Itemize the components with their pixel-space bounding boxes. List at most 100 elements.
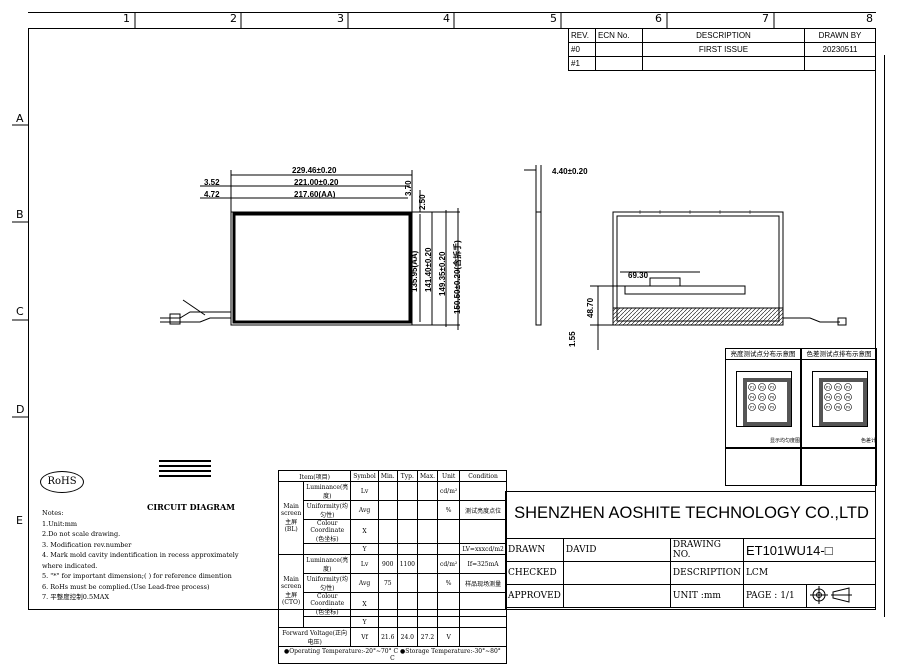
spec-cto-row-1-cond: 样品现场测量 xyxy=(459,573,507,593)
checked-label: CHECKED xyxy=(505,561,564,585)
color-point-p9: P9 xyxy=(846,406,850,410)
note-6: 6. RoHs must be complied.(Use Lead-free … xyxy=(42,582,210,591)
spec-header-symbol: Symbol xyxy=(350,470,379,482)
spec-forward-typ: 24.0 xyxy=(396,627,418,647)
spec-header-typ: Typ. xyxy=(396,470,418,482)
column-7: 7 xyxy=(762,12,769,25)
approved-label: APPROVED xyxy=(505,584,564,608)
fpc-offset-dim: 69.30 xyxy=(628,271,649,280)
spec-cto-row-3-symbol: Y xyxy=(350,616,379,628)
note-1: 1.Unit:mm xyxy=(42,519,78,528)
spec-bl-row-0-unit: cd/m² xyxy=(436,481,461,501)
overall-width-dim: 229.46±0.20 xyxy=(292,166,337,175)
column-1: 1 xyxy=(123,12,130,25)
spec-bl-row-2-typ xyxy=(396,519,418,544)
color-point-p6: P6 xyxy=(846,396,850,400)
color-point-p7: P7 xyxy=(826,406,830,410)
spec-cto-row-2-symbol: X xyxy=(350,592,379,617)
spec-bl-row-1-symbol: Avg xyxy=(350,500,379,520)
spec-cto-row-1-min: 75 xyxy=(377,573,398,593)
spec-cto-row-1-symbol: Avg xyxy=(350,573,379,593)
luminance-point-p8: P8 xyxy=(760,406,764,410)
luminance-point-p4: P4 xyxy=(750,396,755,400)
spec-bl-row-0-symbol: Lv xyxy=(350,481,379,501)
spec-bl-row-3-typ xyxy=(396,543,418,555)
luminance-panel-footer: 显示均匀度图 xyxy=(769,438,800,444)
spec-bl-row-2-item: Colour Coordinate (色坐标) xyxy=(303,519,352,544)
drawn-value: DAVID xyxy=(562,538,671,562)
luminance-point-p9: P9 xyxy=(770,406,774,410)
notes: Notes: 1.Unit:mm 2.Do not scale drawing.… xyxy=(42,508,272,603)
spec-bl-row-3-max xyxy=(416,543,438,555)
spec-header-item: Item(项目) xyxy=(277,470,352,482)
color-point-p5: P5 xyxy=(836,396,840,400)
spec-cto-row-2-min xyxy=(377,592,398,617)
bezel-width-dim: 221.00±0.20 xyxy=(294,178,339,187)
column-4: 4 xyxy=(443,12,450,25)
luminance-point-p6: P6 xyxy=(770,396,774,400)
spec-bl-row-1-unit: % xyxy=(436,500,461,520)
spec-forward-symbol: Vf xyxy=(350,627,379,647)
spec-cto-row-2-cond xyxy=(459,592,507,617)
spec-bl-row-3-cond: LV=xxxcd/m2 xyxy=(459,543,507,555)
spec-bl-row-0-typ xyxy=(396,481,418,501)
spec-cto-row-1-item: Uniformity(均匀性) xyxy=(303,573,352,593)
spec-bl-row-1-max xyxy=(416,500,438,520)
note-3: 3. Modification rev.number xyxy=(42,540,132,549)
spec-header-unit: Unit xyxy=(436,470,461,482)
color-panel-grid xyxy=(812,371,868,427)
column-8: 8 xyxy=(866,12,873,25)
column-2: 2 xyxy=(230,12,237,25)
luminance-point-p5: P5 xyxy=(760,396,764,400)
row-c: C xyxy=(16,305,24,318)
color-points-panel: 色差测试点排布示意图 色差计 xyxy=(801,348,877,448)
spec-cto-row-2-unit xyxy=(436,592,461,617)
back-view xyxy=(590,210,847,350)
spec-cto-row-0-min: 900 xyxy=(377,554,398,574)
row-d: D xyxy=(16,403,25,416)
rohs-mark: RoHS xyxy=(40,471,84,493)
spec-cto-row-0-typ: 1100 xyxy=(396,554,418,574)
page-label: PAGE : 1/1 xyxy=(742,584,807,608)
spec-bl-row-0-cond xyxy=(459,481,507,501)
color-spec-mini-table xyxy=(801,448,877,486)
description-label: DESCRIPTION xyxy=(669,561,744,585)
front-view xyxy=(160,170,460,330)
color-panel-footer: 色差计 xyxy=(860,438,876,444)
left-offset-1-dim: 3.52 xyxy=(204,178,220,187)
spec-bl-row-2-unit xyxy=(436,519,461,544)
color-point-p8: P8 xyxy=(836,406,840,410)
color-point-p3: P3 xyxy=(846,386,850,390)
drawing-no-label: DRAWING NO. xyxy=(669,538,744,562)
optical-spec-table: Item(项目) Symbol Min. Typ. Max. Unit Cond… xyxy=(277,470,507,664)
spec-bl-row-3-unit xyxy=(436,543,461,555)
spec-cto-row-1-max xyxy=(416,573,438,593)
spec-bl-row-2-min xyxy=(377,519,398,544)
approved-value xyxy=(562,584,671,608)
color-point-p1: P1 xyxy=(826,386,830,390)
luminance-point-p1: P1 xyxy=(750,386,754,390)
spec-bl-row-1-min xyxy=(377,500,398,520)
spec-cto-row-2-typ xyxy=(396,592,418,617)
spec-bl-row-2-max xyxy=(416,519,438,544)
aa-width-dim: 217.60(AA) xyxy=(294,190,336,199)
checked-value xyxy=(562,561,671,585)
luminance-panel-grid xyxy=(736,371,792,427)
drawn-label: DRAWN xyxy=(505,538,564,562)
thickness-dim: 4.40±0.20 xyxy=(552,167,588,176)
spec-cto-row-0-unit: cd/m² xyxy=(436,554,461,574)
spec-header-min: Min. xyxy=(377,470,398,482)
sheet-border-top xyxy=(28,12,876,13)
color-panel-title: 色差测试点排布示意图 xyxy=(802,349,876,360)
spec-cto-row-3-unit xyxy=(436,616,461,628)
spec-bl-row-2-cond xyxy=(459,519,507,544)
rev-row-1-drawn-by xyxy=(804,56,876,71)
spec-header-max: Max. xyxy=(416,470,438,482)
spec-bl-row-0-max xyxy=(416,481,438,501)
spec-cto-row-1-typ xyxy=(396,573,418,593)
description-value: LCM xyxy=(742,561,877,585)
color-point-p4: P4 xyxy=(826,396,831,400)
spec-bl-row-3-min xyxy=(377,543,398,555)
spec-bl-row-0-item: Luminance(亮度) xyxy=(303,481,352,501)
spec-bl-row-2-symbol: X xyxy=(350,519,379,544)
